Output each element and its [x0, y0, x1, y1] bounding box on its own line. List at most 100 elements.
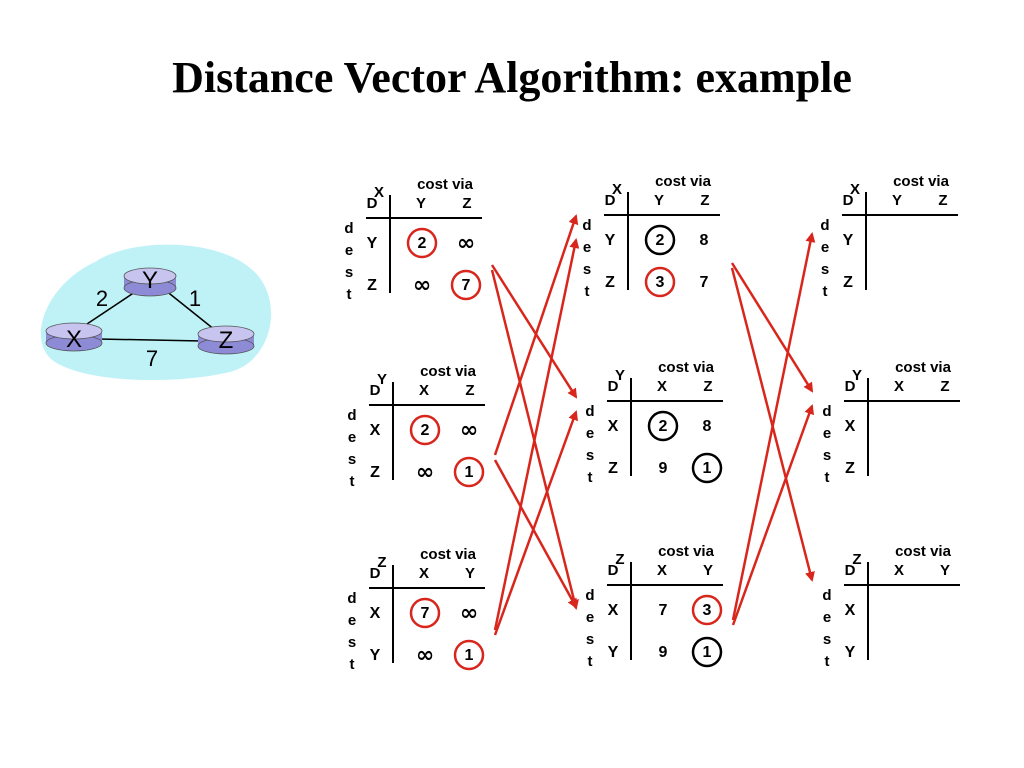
red-ring-marker: [644, 266, 676, 298]
dest-letter: t: [347, 286, 352, 303]
dest-letter: d: [585, 587, 594, 604]
via-header-z: Z: [938, 192, 947, 209]
infinity-value: ∞: [460, 418, 478, 443]
dest-letter: d: [582, 217, 591, 234]
row-dest-x: X: [845, 418, 856, 435]
via-header-x: X: [894, 378, 904, 395]
cost-via-label: cost via: [658, 543, 715, 560]
table-owner-label: Z: [615, 551, 624, 568]
red-ring-marker: [691, 594, 723, 626]
cost-value: 3: [703, 602, 712, 619]
dest-letter: e: [586, 425, 594, 442]
cost-via-label: cost via: [895, 359, 952, 376]
message-arrow: [731, 232, 816, 621]
node-label-z: Z: [219, 327, 234, 354]
via-header-y: Y: [703, 562, 713, 579]
table-owner-label: Y: [852, 367, 862, 384]
cost-value: 7: [700, 274, 709, 291]
cost-via-label: cost via: [895, 543, 952, 560]
d-label: D: [370, 565, 381, 582]
cost-via-label: cost via: [658, 359, 715, 376]
row-dest-x: X: [608, 602, 619, 619]
via-header-y: Y: [465, 565, 475, 582]
dest-letter: e: [583, 239, 591, 256]
cost-value: 1: [465, 647, 474, 664]
link-cost-y-z: 1: [189, 286, 201, 311]
row-dest-y: Y: [845, 644, 856, 661]
red-ring-marker: [409, 414, 441, 446]
table-owner-label: Y: [377, 371, 387, 388]
d-label: D: [845, 562, 856, 579]
dest-letter: e: [348, 429, 356, 446]
d-label: D: [608, 378, 619, 395]
cost-value: 9: [659, 460, 668, 477]
cost-value: 2: [421, 422, 430, 439]
red-ring-marker: [453, 456, 485, 488]
row-dest-y: Y: [605, 232, 616, 249]
dest-letter: s: [583, 261, 591, 278]
d-label: D: [845, 378, 856, 395]
via-header-z: Z: [940, 378, 949, 395]
row-dest-y: Y: [843, 232, 854, 249]
row-dest-x: X: [608, 418, 619, 435]
dest-letter: d: [347, 590, 356, 607]
d-label: D: [608, 562, 619, 579]
infinity-value: ∞: [416, 643, 434, 668]
black-ring-marker: [647, 410, 679, 442]
table-owner-label: X: [612, 181, 622, 198]
table-owner-label: X: [374, 184, 384, 201]
cost-value: 7: [462, 277, 471, 294]
table-owner-label: X: [850, 181, 860, 198]
dest-letter: e: [586, 609, 594, 626]
dest-letter: s: [823, 447, 831, 464]
dest-letter: e: [823, 609, 831, 626]
cost-value: 3: [656, 274, 665, 291]
node-label-x: X: [66, 326, 82, 353]
row-dest-x: X: [370, 605, 381, 622]
red-ring-marker: [453, 639, 485, 671]
message-arrow: [493, 459, 578, 609]
via-header-z: Z: [462, 195, 471, 212]
dest-letter: e: [348, 612, 356, 629]
dest-letter: e: [345, 242, 353, 259]
link-cost-x-y: 2: [96, 286, 108, 311]
cost-via-label: cost via: [893, 173, 950, 190]
dest-letter: t: [823, 283, 828, 300]
d-label: D: [370, 382, 381, 399]
router-z-icon: [197, 325, 255, 355]
link-y-z: [159, 285, 221, 335]
link-x-z: [97, 338, 203, 342]
cost-value: 1: [703, 460, 712, 477]
dest-letter: d: [822, 403, 831, 420]
via-header-z: Z: [703, 378, 712, 395]
row-dest-z: Z: [605, 274, 615, 291]
cost-value: 2: [656, 232, 665, 249]
dest-letter: t: [825, 653, 830, 670]
dest-letter: d: [820, 217, 829, 234]
black-ring-marker: [644, 224, 676, 256]
dest-letter: s: [823, 631, 831, 648]
message-arrow: [493, 238, 580, 631]
via-header-x: X: [419, 382, 429, 399]
d-label: D: [367, 195, 378, 212]
via-header-x: X: [657, 562, 667, 579]
via-header-x: X: [657, 378, 667, 395]
cost-value: 2: [418, 235, 427, 252]
via-header-z: Z: [465, 382, 474, 399]
infinity-value: ∞: [457, 231, 475, 256]
table-owner-label: Z: [377, 554, 386, 571]
dest-letter: d: [347, 407, 356, 424]
infinity-value: ∞: [413, 273, 431, 298]
cost-value: 1: [465, 464, 474, 481]
node-label-y: Y: [142, 267, 158, 294]
dest-letter: d: [585, 403, 594, 420]
infinity-value: ∞: [416, 460, 434, 485]
